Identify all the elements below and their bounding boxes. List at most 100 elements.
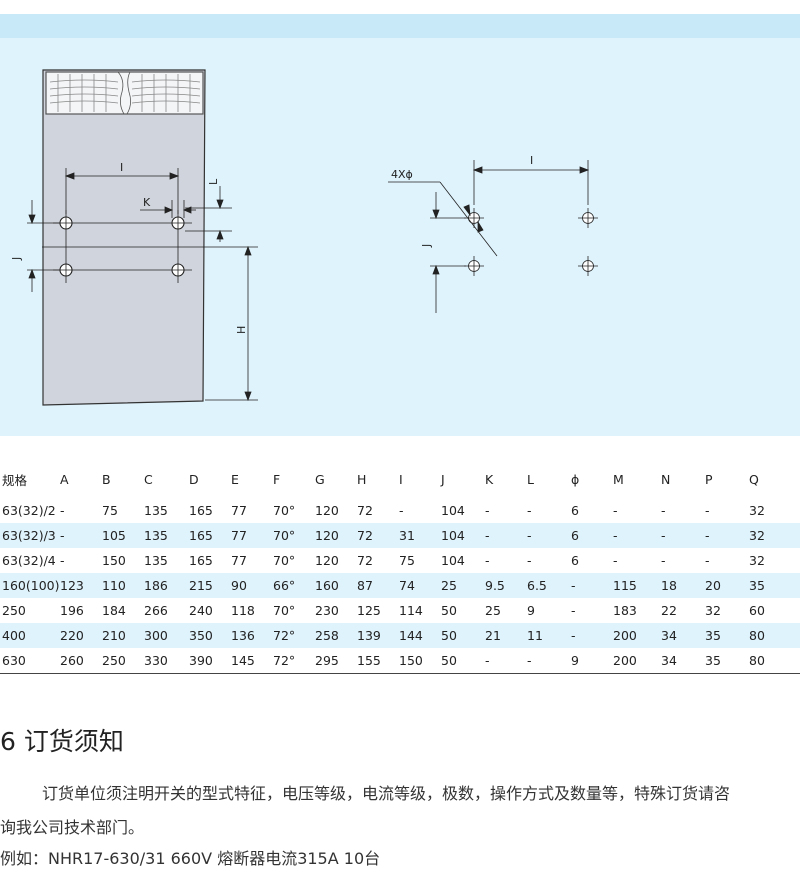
table-cell: 34 [661,648,705,674]
table-cell: 25 [485,603,501,618]
table-header-row: 规格 A B C D E F G H I J K L ϕ M N P Q [0,461,800,498]
table-cell: 200 [613,628,637,643]
table-cell: 120 [315,528,339,543]
table-cell: 139 [357,628,381,643]
table-cell: 74 [399,578,415,593]
table-cell: 77 [231,553,247,568]
ordering-paragraph-continued: 询我公司技术部门。 [0,818,145,837]
dimension-drawing: I K L J H 4Xϕ I J [10,69,598,406]
table-cell: 250 [2,603,26,618]
table-cell: 35 [705,648,749,674]
table-cell: 200 [613,648,661,674]
table-cell: 20 [705,578,721,593]
table-cell: - [399,503,404,518]
table-cell: 6.5 [527,578,547,593]
table-header: H [357,472,367,487]
table-header: K [485,472,494,487]
table-cell: - [571,578,576,593]
table-cell: - [661,553,666,568]
table-cell: - [571,628,576,643]
table-cell: 11 [527,628,543,643]
table-cell: 114 [399,603,423,618]
table-cell: 150 [399,648,441,674]
table-cell: 80 [749,628,765,643]
table-cell: - [527,528,532,543]
dim-label-I-left: I [120,161,123,174]
dim-label-hole-spec: 4Xϕ [391,168,413,181]
table-cell: 295 [315,648,357,674]
table-cell: 105 [102,528,126,543]
table-cell: 63(32)/4 [2,553,56,568]
ordering-paragraph: 订货单位须注明开关的型式特征，电压等级，电流等级，极数，操作方式及数量等，特殊订… [42,784,731,803]
table-cell: 135 [144,553,168,568]
table-cell: 18 [661,578,677,593]
table-cell: 123 [60,578,84,593]
ordering-example: 例如：NHR17-630/31 660V 熔断器电流315A 10台 [0,849,381,868]
table-header: J [441,472,445,487]
table-cell: 35 [749,578,765,593]
table-cell: 75 [399,553,415,568]
table-cell: - [60,528,65,543]
table-header: M [613,472,624,487]
table-cell: 120 [315,553,339,568]
table-cell: 9.5 [485,578,505,593]
table-cell: 6 [571,528,579,543]
spec-table: 规格 A B C D E F G H I J K L ϕ M N P Q 63(… [0,461,800,674]
table-cell: 330 [144,648,189,674]
table-cell: 183 [613,603,637,618]
table-cell: 80 [749,648,800,674]
table-header: Q [749,472,759,487]
table-cell: 72° [273,648,315,674]
table-header: G [315,472,325,487]
table-cell: 118 [231,603,255,618]
table-cell: 9 [571,648,613,674]
table-header: I [399,472,403,487]
dim-label-I-right: I [530,154,533,167]
table-cell: 120 [315,503,339,518]
table-cell: - [485,553,490,568]
table-cell: 31 [399,528,415,543]
table-cell: - [571,603,576,618]
table-cell: 160(100) [2,578,60,593]
table-cell: 186 [144,578,168,593]
table-cell: 72 [357,528,373,543]
table-header: P [705,472,713,487]
table-cell: 60 [749,603,765,618]
table-cell: 184 [102,603,126,618]
table-header: C [144,472,153,487]
dim-label-L: L [207,178,220,185]
table-header: E [231,472,239,487]
table-header: L [527,472,534,487]
table-cell: 400 [2,628,26,643]
table-cell: - [613,528,618,543]
table-cell: - [661,503,666,518]
table-cell: 165 [189,528,213,543]
table-cell: 630 [0,648,60,674]
table-cell: 9 [527,603,535,618]
table-cell: 72 [357,503,373,518]
table-cell: 72° [273,628,296,643]
table-cell: 350 [189,628,213,643]
table-cell: 196 [60,603,84,618]
table-cell: - [485,503,490,518]
table-header: F [273,472,281,487]
table-cell: 50 [441,648,485,674]
table-cell: - [485,648,527,674]
table-cell: 50 [441,603,457,618]
table-cell: 70° [273,503,296,518]
table-cell: 32 [705,603,721,618]
switch-body-drawing [42,69,206,406]
table-cell: - [527,648,571,674]
table-cell: 32 [749,553,765,568]
table-cell: 240 [189,603,213,618]
table-cell: 150 [102,553,126,568]
dim-label-H: H [235,326,248,334]
table-cell: 144 [399,628,423,643]
table-cell: 104 [441,553,465,568]
table-cell: - [527,503,532,518]
table-cell: 215 [189,578,213,593]
